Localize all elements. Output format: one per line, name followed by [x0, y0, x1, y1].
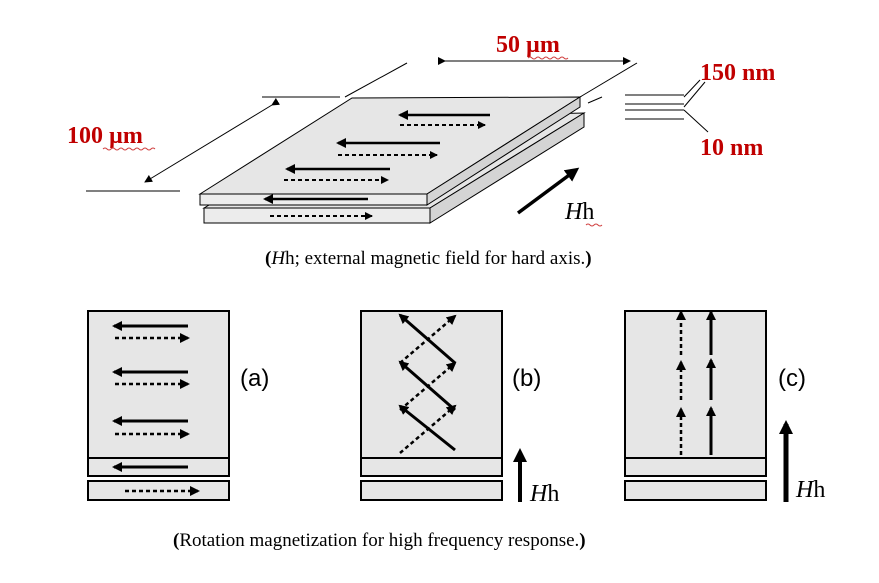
panel-b: (b) Hh — [360, 310, 559, 507]
panel-a-arrows — [112, 321, 200, 496]
length-label: 100 µm — [67, 123, 143, 149]
panel-b-field-label: Hh — [529, 481, 559, 507]
panel-a: (a) — [87, 310, 269, 501]
panel-b-arrows — [398, 313, 457, 454]
thickness-label: 150 nm — [700, 60, 775, 86]
gap-label: 10 nm — [700, 135, 763, 161]
panel-c-field-label: Hh — [795, 477, 825, 503]
bottom-film-side — [429, 112, 585, 224]
panel-b-label: (b) — [512, 365, 541, 392]
panel-c-label: (c) — [778, 365, 806, 392]
bottom-film-front — [203, 207, 431, 224]
film-magnetization-arrows — [263, 110, 490, 220]
width-label: 50 µm — [496, 32, 560, 58]
field-arrow-top — [516, 167, 580, 215]
panel-a-label: (a) — [240, 365, 269, 392]
panel-c: (c) Hh — [624, 310, 825, 503]
top-film-side — [426, 96, 581, 206]
caption-bottom: (Rotation magnetization for high frequen… — [173, 530, 586, 551]
dimension-lines — [86, 57, 709, 192]
caption-top: (Hh; external magnetic field for hard ax… — [265, 248, 592, 269]
panel-c-arrows — [676, 310, 716, 455]
film-stack-3d — [198, 96, 586, 224]
field-label-top: Hh — [564, 199, 594, 225]
